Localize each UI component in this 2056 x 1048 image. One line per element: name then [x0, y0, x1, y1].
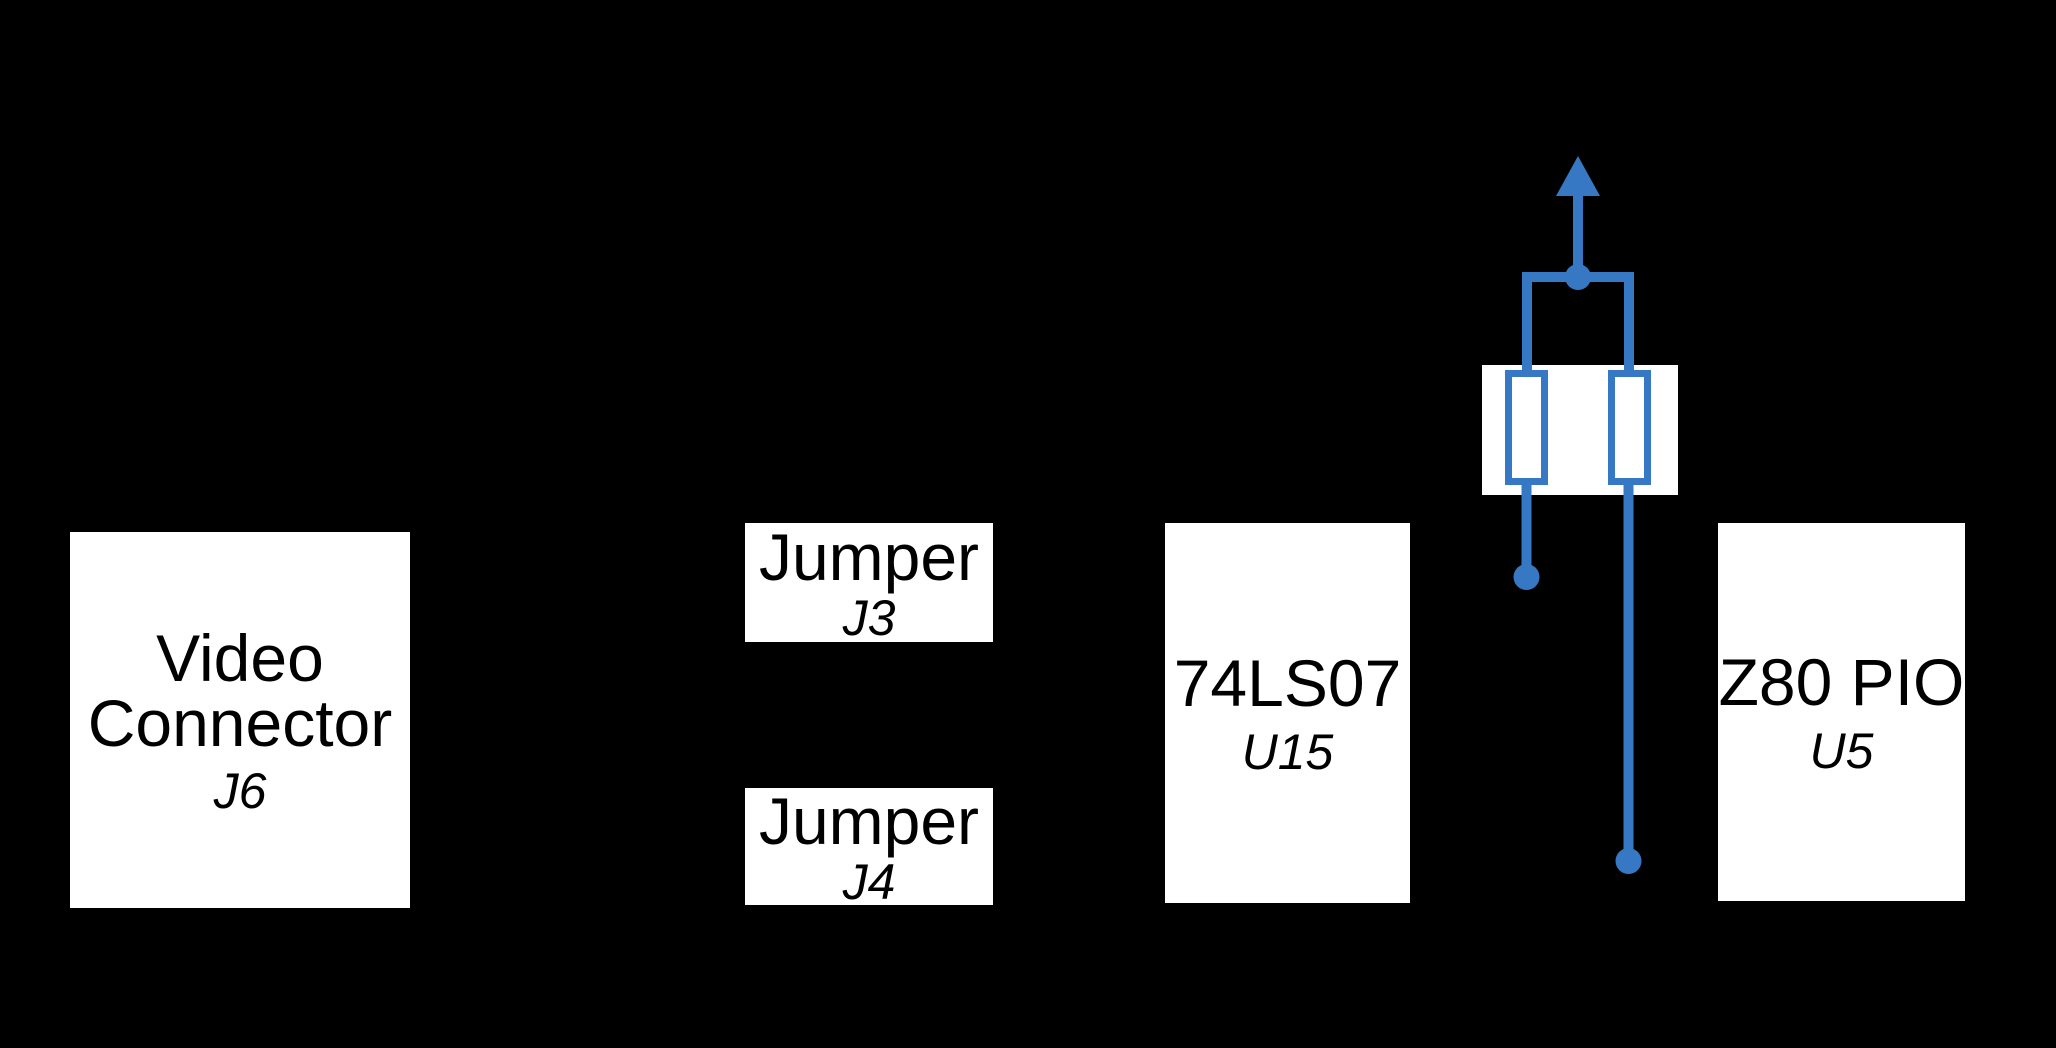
block-designator: J6	[213, 763, 267, 820]
block-title: Jumper	[758, 783, 980, 858]
resistor-left	[1505, 370, 1548, 485]
block-jumper-j3: Jumper J3	[745, 523, 993, 642]
block-title: Jumper	[758, 519, 980, 594]
resistor-right	[1608, 370, 1651, 485]
block-jumper-j4: Jumper J4	[745, 783, 993, 910]
block-designator: U5	[1809, 722, 1874, 779]
block-title: Z80 PIO	[1718, 645, 1965, 720]
block-title: 74LS07	[1173, 646, 1402, 721]
block-designator: J3	[842, 589, 896, 646]
terminal-dot-right	[1615, 848, 1642, 874]
block-title-line1: Video	[156, 620, 324, 695]
junction-dot	[1565, 264, 1591, 290]
block-title-line2: Connector	[87, 685, 393, 760]
block-title: Video Connector	[87, 620, 393, 760]
block-designator: U15	[1241, 723, 1334, 780]
block-video-connector: Video Connector J6	[70, 532, 410, 908]
block-designator: J4	[842, 853, 896, 910]
terminal-dot-left	[1513, 564, 1540, 590]
block-z80-pio: Z80 PIO U5	[1718, 523, 1965, 901]
block-74ls07: 74LS07 U15	[1165, 523, 1410, 903]
wire-bracket	[1522, 272, 1634, 380]
vcc-arrow-icon	[1556, 156, 1600, 196]
